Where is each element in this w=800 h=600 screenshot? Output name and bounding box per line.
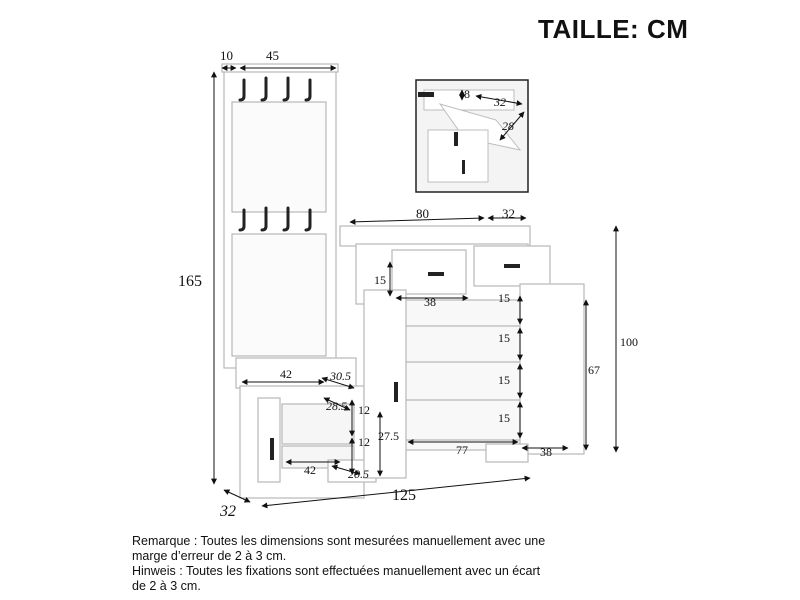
dim-cabinet-width: 80	[416, 206, 429, 221]
dim-cabinet-inner-depth: 38	[540, 445, 552, 459]
dim-shelf-gap-2: 15	[498, 331, 510, 345]
dim-cabinet-height: 100	[620, 335, 638, 349]
dim-inset-drawer-height: 8	[464, 87, 470, 101]
hook-row-bottom	[238, 206, 312, 232]
note-line-1: Remarque : Toutes les dimensions sont me…	[132, 534, 546, 548]
size-title: TAILLE: CM	[538, 14, 689, 44]
dim-cabinet-depth: 32	[502, 206, 515, 221]
dim-bench-depth: 30.5	[329, 369, 351, 383]
dim-total-height: 165	[178, 273, 202, 290]
note-line-2: marge d’erreur de 2 à 3 cm.	[132, 549, 287, 563]
dim-drawer-width: 38	[424, 295, 436, 309]
dim-bench-shelf-top: 12	[358, 403, 370, 417]
note-line-4: de 2 à 3 cm.	[132, 579, 201, 593]
dim-shelf-gap-4: 15	[498, 411, 510, 425]
dim-bench-width: 42	[280, 367, 292, 381]
dim-coat-rack-width: 45	[266, 48, 279, 63]
dim-shelf-width: 77	[456, 443, 468, 457]
dim-base-depth: 32	[219, 503, 236, 520]
dim-shelf-gap-1: 15	[498, 291, 510, 305]
dim-cabinet-left-height: 27.5	[378, 429, 399, 443]
dim-inset-drawer-depth: 28	[502, 119, 514, 133]
dim-bench-inner-depth-bottom: 20.5	[348, 467, 369, 481]
dim-coat-rack-depth: 10	[220, 48, 233, 63]
drawer-handle-right	[504, 264, 520, 268]
dim-bench-shelf-bottom: 12	[358, 435, 370, 449]
dim-total-width: 125	[392, 487, 416, 504]
hook-row-top	[238, 76, 312, 102]
dim-bench-inner-width: 42	[304, 463, 316, 477]
drawer-handle-left	[428, 272, 444, 276]
cabinet-door-handle	[394, 382, 398, 402]
coat-rack	[221, 63, 377, 499]
bench-door-handle	[270, 438, 274, 460]
dim-shelf-gap-3: 15	[498, 373, 510, 387]
shoe-cabinet	[339, 225, 585, 479]
note-line-3: Hinweis : Toutes les fixations sont effe…	[132, 564, 541, 578]
dim-door-height: 67	[588, 363, 600, 377]
dim-drawer-height: 15	[374, 273, 386, 287]
dim-inset-drawer-width: 32	[493, 95, 506, 109]
dim-bench-inner-depth: 28.5	[326, 399, 347, 413]
drawer-detail-inset	[415, 79, 529, 193]
